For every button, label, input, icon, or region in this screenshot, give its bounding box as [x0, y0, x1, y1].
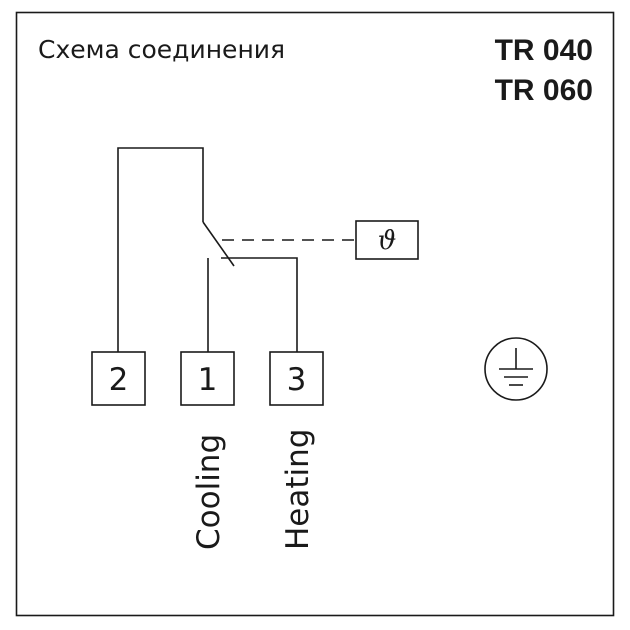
ground-circle — [484, 337, 548, 401]
model-label-1: TR 040 — [495, 34, 593, 67]
diagram-title: Схема соединения — [38, 35, 285, 64]
terminal-2: 2 — [91, 351, 146, 406]
terminal-1: 1 — [180, 351, 235, 406]
terminal-number: 2 — [109, 362, 129, 398]
terminal-box — [269, 351, 324, 406]
wire-terminal-3 — [221, 257, 298, 352]
terminal-3: 3 — [269, 351, 324, 406]
wire-terminal-2 — [117, 147, 204, 352]
model-label-2: TR 060 — [495, 74, 593, 107]
temperature-sensor-icon: ϑ — [355, 220, 419, 260]
terminal-1-label: Cooling — [191, 434, 227, 550]
diagram-frame — [15, 11, 615, 617]
sensor-box — [355, 220, 419, 260]
terminal-3-label: Heating — [280, 429, 316, 550]
terminal-box — [180, 351, 235, 406]
terminal-number: 3 — [287, 362, 307, 398]
ground-icon — [484, 337, 548, 401]
sensor-symbol: ϑ — [378, 226, 397, 256]
terminal-box — [91, 351, 146, 406]
terminal-number: 1 — [198, 362, 218, 398]
